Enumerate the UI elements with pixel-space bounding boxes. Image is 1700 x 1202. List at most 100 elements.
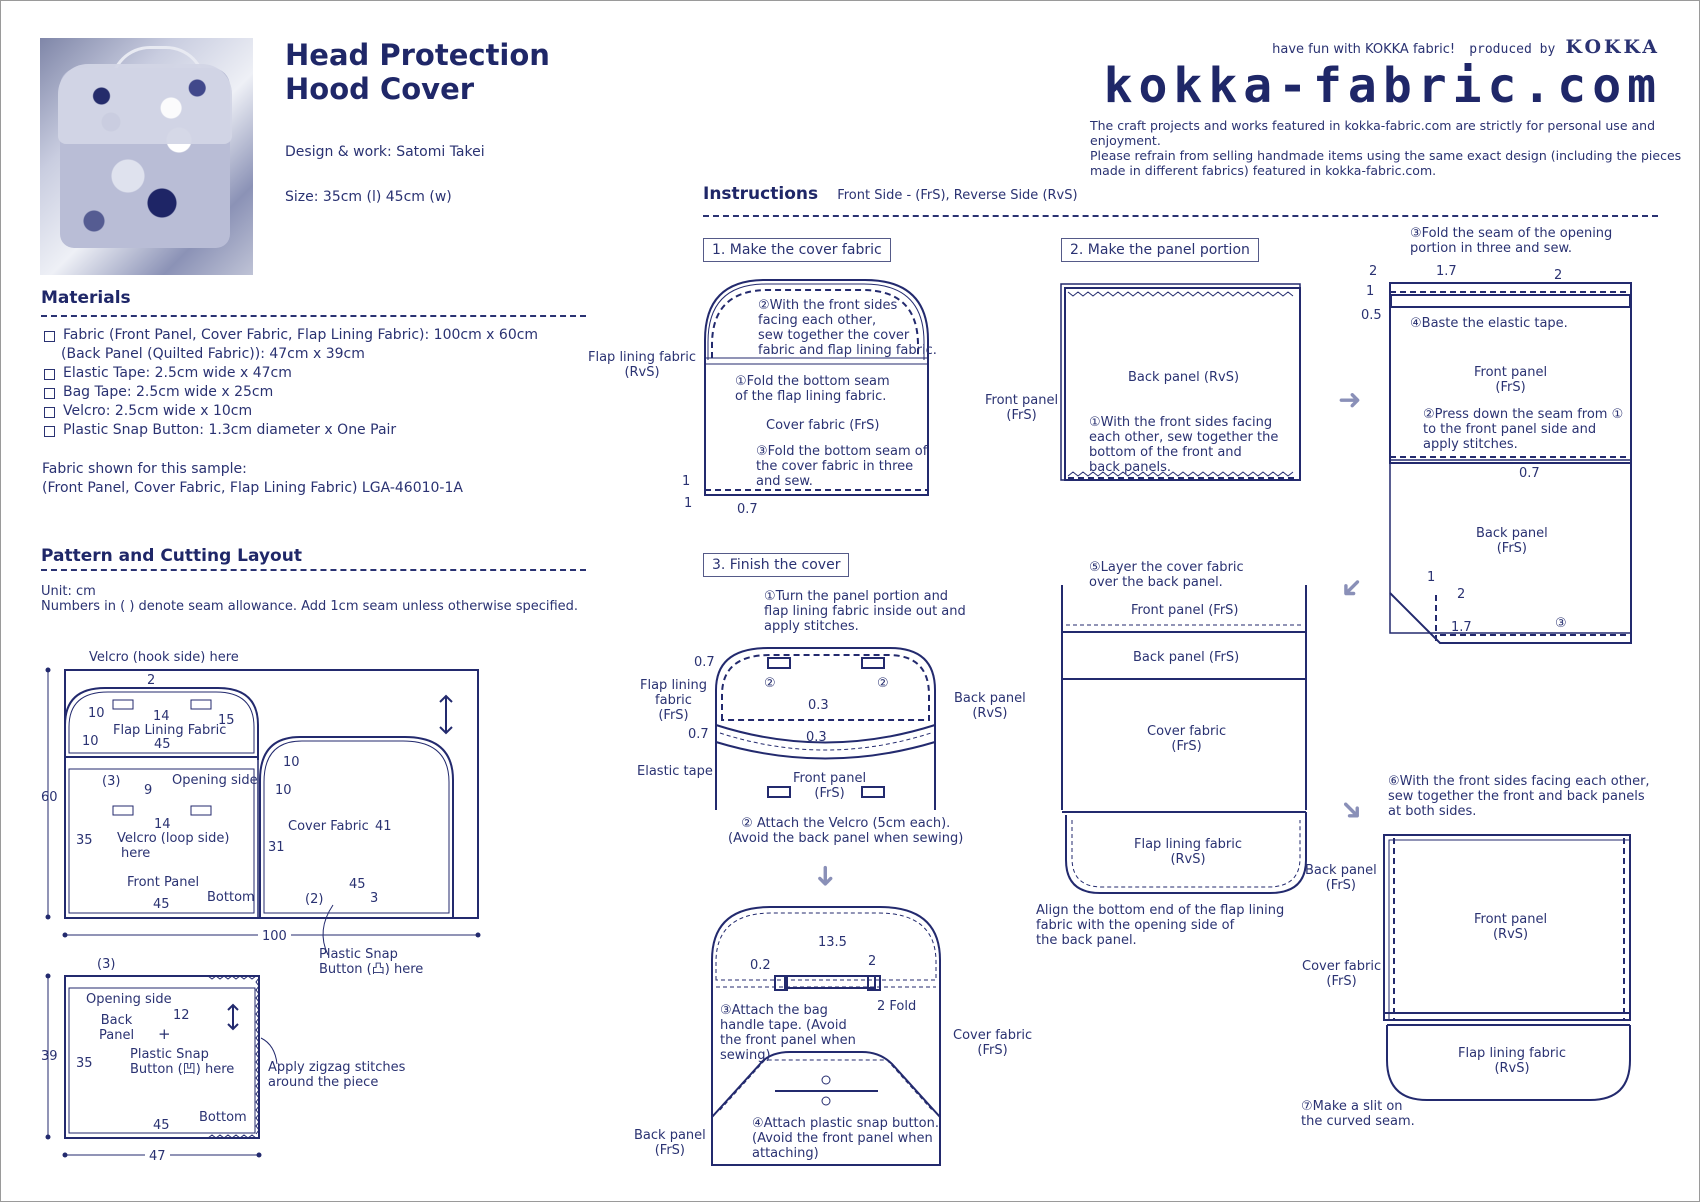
page-title: Head Protection Hood Cover [285,38,550,106]
label-line: Back panel [1476,526,1548,541]
material-item: Bag Tape: 2.5cm wide x 25cm [42,383,538,402]
label-line: ③Attach the bag [720,1003,828,1018]
snap-mark-icon: + [158,1025,171,1043]
dim-label: 0.3 [808,698,829,713]
flap-lining-label: Flap Lining Fabric [113,723,227,738]
dim-label: 35 [76,1056,93,1071]
label-line: (RvS) [972,706,1008,721]
designer-credit: Design & work: Satomi Takei [285,144,485,160]
step3-note2: ② Attach the Velcro (5cm each).(Avoid th… [728,816,963,846]
material-item: Velcro: 2.5cm wide x 10cm [42,402,538,421]
step3-back2-label: Back panel(FrS) [634,1128,706,1158]
label-line: Flap lining fabric [1458,1046,1567,1061]
label-line: ② Attach the Velcro (5cm each). [741,816,951,831]
label-line: ①With the front sides facing [1089,415,1273,430]
label-line: ⑦Make a slit on [1301,1099,1403,1114]
label-line: Cover fabric [953,1028,1033,1043]
label-line: the back panel. [1036,933,1137,948]
checkbox-icon[interactable] [44,388,55,399]
label-line: ④Attach plastic snap button. [752,1116,939,1131]
label-line: over the back panel. [1089,575,1223,590]
label-line: Align the bottom end of the flap lining [1036,903,1285,918]
size-info: Size: 35cm (l) 45cm (w) [285,189,452,205]
label-line: around the piece [268,1075,379,1090]
label-line: Flap lining fabric [588,350,697,365]
dim-label: 2 [1369,264,1378,279]
dim-label: 0.7 [688,727,709,742]
instructions-divider [703,215,1658,217]
dim-label: 10 [283,755,300,770]
checkbox-icon[interactable] [44,369,55,380]
label-line: portion in three and sew. [1410,241,1573,256]
notice-line: Please refrain from selling handmade ite… [1090,148,1682,163]
step3-cover-label: Cover fabric(FrS) [953,1028,1032,1058]
label-line: (FrS) [1496,541,1528,556]
dim-label: 45 [153,897,170,912]
label-line: facing each other, [758,313,877,328]
dim-label: 2 [868,954,877,969]
label-line: sewing) [720,1048,771,1063]
checkbox-icon[interactable] [44,407,55,418]
label-line: Apply zigzag stitches [268,1060,406,1075]
label-line: apply stitches. [1423,437,1518,452]
checkbox-icon[interactable] [44,426,55,437]
step2-back2-label: Back panel(FrS) [1476,526,1548,556]
label-line: bottom of the front and [1089,445,1242,460]
material-text: Fabric (Front Panel, Cover Fabric, Flap … [63,327,539,343]
label-line: flap lining fabric inside out and [764,604,966,619]
label-line: (FrS) [1006,408,1037,423]
bottom-label: Bottom [199,1110,247,1125]
label-line: Flap lining fabric [1134,837,1243,852]
label-line: (FrS) [1326,974,1357,989]
label-line: (RvS) [1170,852,1206,867]
dim-label: 45 [349,877,366,892]
dim-label: 13.5 [818,935,847,950]
label-line: Cover fabric [1302,959,1382,974]
dim-label: 35 [76,833,93,848]
label-line: ②With the front sides [758,298,898,313]
label-line: ⑥With the front sides facing each other, [1388,774,1650,789]
brand-logo[interactable]: kokka-fabric.com [1103,58,1662,114]
sample-value: (Front Panel, Cover Fabric, Flap Lining … [42,480,463,496]
step3-note4: ④Attach plastic snap button. (Avoid the … [752,1116,939,1161]
label-line: at both sides. [1388,804,1477,819]
dim-label: (3) [102,774,121,789]
dim-label: 47 [145,1149,170,1164]
dim-label: 14 [154,817,171,832]
label-line: ②Press down the seam from ① [1423,407,1624,422]
label-line: Front panel [985,393,1059,408]
label-line: of the flap lining fabric. [735,389,887,404]
step3-cover4-label: Cover fabric(FrS) [1302,959,1381,989]
label-line: Button (凸) here [319,962,424,977]
step3-front3-label: Front panel (FrS) [1131,603,1239,618]
label-line: Front panel [793,771,867,786]
step1-cover-label: Cover fabric (FrS) [766,418,880,433]
dim-label: 1.7 [1451,620,1472,635]
brand-tagline: have fun with KOKKA fabric! produced by … [1272,36,1660,58]
label-line: and sew. [756,474,813,489]
label-line: fabric [655,693,692,708]
step3-flap3-label: Flap lining fabric(RvS) [1134,837,1242,867]
label-line: sew together the front and back panels [1388,789,1645,804]
dim-label: 0.3 [806,730,827,745]
checkbox-icon[interactable] [44,331,55,342]
sample-label: Fabric shown for this sample: [42,461,247,477]
label-line: (FrS) [1495,380,1526,395]
label-line: (Avoid the back panel when sewing) [728,831,964,846]
product-photo [40,38,253,275]
label-line: back panels. [1089,460,1171,475]
side-legend: Front Side - (FrS), Reverse Side (RvS) [837,188,1078,203]
label-line: Back panel [634,1128,706,1143]
dim-label: 1 [1427,570,1436,585]
dim-label: 60 [41,790,58,805]
step2-back-label: Back panel (RvS) [1128,370,1240,385]
